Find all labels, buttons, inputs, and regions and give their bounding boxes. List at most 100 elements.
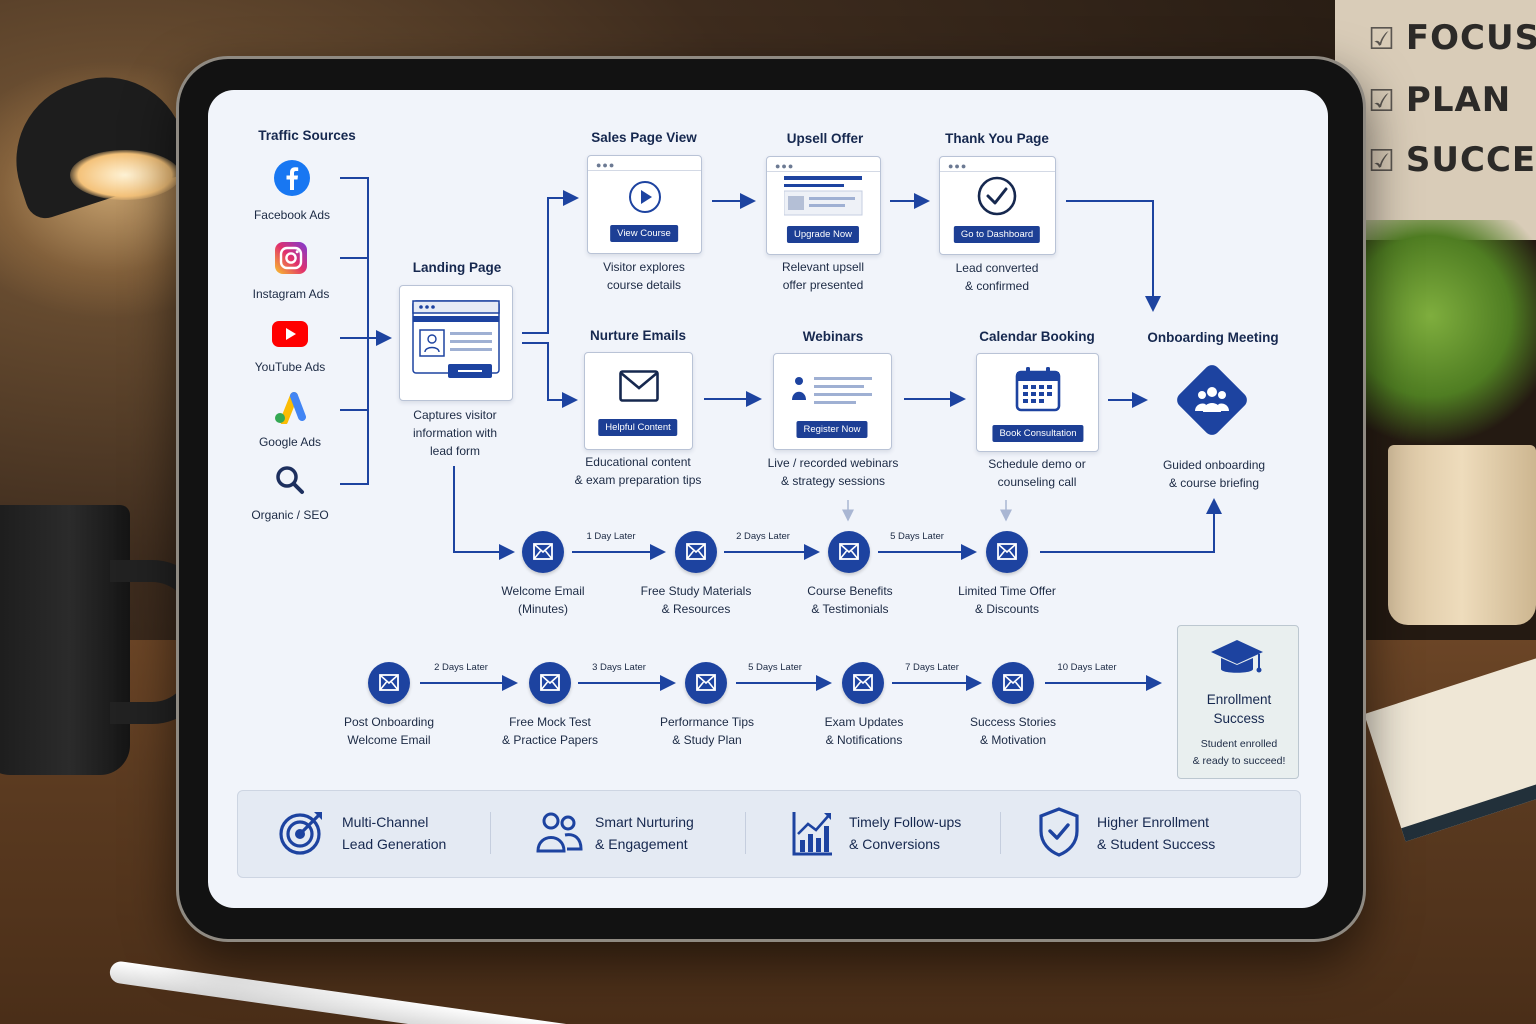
caption-line: information with	[412, 426, 498, 440]
caption-line: Captures visitor	[413, 408, 497, 422]
view-course-button[interactable]: View Course	[610, 225, 678, 242]
sales-page-caption: Visitor explores course details	[603, 258, 685, 294]
welcome-email-node	[522, 531, 564, 573]
email-step-caption: Success Stories & Motivation	[970, 713, 1056, 749]
webinars-card: Register Now	[773, 353, 892, 450]
caption-line: & confirmed	[964, 279, 1030, 293]
title-line: Enrollment	[1206, 692, 1272, 707]
course-benefits-email-node	[828, 531, 870, 573]
source-label-facebook: Facebook Ads	[253, 208, 331, 222]
calendar-icon	[1015, 367, 1061, 412]
envelope-icon	[1003, 674, 1023, 691]
instagram-icon	[275, 242, 307, 274]
helpful-content-button[interactable]: Helpful Content	[598, 419, 678, 436]
caption-line: & course briefing	[1168, 476, 1260, 490]
benefit-line: Smart Nurturing	[595, 814, 694, 830]
target-icon	[279, 812, 322, 855]
benefit-line: Multi-Channel	[342, 814, 429, 830]
youtube-icon	[272, 321, 308, 347]
poster-line-succeed: ☑SUCCEED	[1368, 140, 1536, 180]
caption-line: & Discounts	[974, 602, 1040, 616]
caption-line: & Motivation	[979, 733, 1047, 747]
enrollment-title: Enrollment Success	[1207, 690, 1272, 728]
nurture-caption: Educational content & exam preparation t…	[575, 453, 702, 489]
caption-line: & Practice Papers	[501, 733, 599, 747]
delay-label: 1 Day Later	[586, 531, 636, 542]
divider	[490, 812, 491, 854]
window-bar	[588, 170, 701, 171]
checkbox-icon: ☑	[1368, 84, 1396, 119]
divider	[1000, 812, 1001, 854]
onboarding-meeting-title: Onboarding Meeting	[1147, 330, 1279, 345]
benefit-line: Timely Follow-ups	[849, 814, 962, 830]
users-icon	[536, 812, 583, 853]
delay-label: 5 Days Later	[748, 662, 802, 673]
benefit-line: & Engagement	[595, 836, 688, 852]
graduation-cap-icon	[1211, 640, 1263, 673]
register-now-button[interactable]: Register Now	[796, 421, 868, 438]
delay-label: 10 Days Later	[1057, 662, 1117, 673]
caption-line: Post Onboarding	[343, 715, 435, 729]
caption-line: lead form	[429, 444, 481, 458]
source-label-organic: Organic / SEO	[251, 508, 329, 522]
landing-page-card[interactable]	[399, 285, 513, 401]
caption-line: Performance Tips	[659, 715, 755, 729]
landing-page-title: Landing Page	[412, 260, 502, 275]
group-meeting-icon	[1195, 387, 1229, 412]
caption-line: (Minutes)	[517, 602, 569, 616]
benefit-nurturing: Smart Nurturing & Engagement	[595, 811, 694, 855]
success-stories-email-node	[992, 662, 1034, 704]
upgrade-now-button[interactable]: Upgrade Now	[786, 226, 860, 243]
email-step-caption: Free Study Materials & Resources	[641, 582, 752, 618]
envelope-icon	[533, 543, 553, 560]
benefit-line: Lead Generation	[342, 836, 447, 852]
envelope-icon	[619, 370, 659, 402]
thank-you-caption: Lead converted & confirmed	[956, 259, 1039, 295]
email-step-caption: Exam Updates & Notifications	[825, 713, 904, 749]
poster-line-plan: ☑PLAN	[1368, 80, 1512, 120]
email-step-caption: Course Benefits & Testimonials	[807, 582, 892, 618]
envelope-icon	[853, 674, 873, 691]
caption-line: Student enrolled	[1200, 738, 1278, 750]
benefits-footer	[237, 790, 1301, 878]
envelope-icon	[686, 543, 706, 560]
envelope-icon	[696, 674, 716, 691]
window-dots: ●●●	[775, 161, 795, 171]
caption-line: Lead converted	[955, 261, 1039, 275]
delay-label: 2 Days Later	[736, 531, 790, 542]
caption-line: Relevant upsell	[781, 260, 865, 274]
benefit-line: & Conversions	[849, 836, 941, 852]
email-step-caption: Performance Tips & Study Plan	[660, 713, 754, 749]
potted-plant	[1360, 220, 1536, 460]
divider	[745, 812, 746, 854]
caption-line: & Study Plan	[672, 733, 742, 747]
email-step-caption: Post Onboarding Welcome Email	[344, 713, 434, 749]
calendar-caption: Schedule demo or counseling call	[988, 455, 1085, 491]
window-bar	[767, 171, 880, 172]
book-consultation-button[interactable]: Book Consultation	[992, 425, 1084, 442]
benefit-line: & Student Success	[1097, 836, 1216, 852]
webinars-caption: Live / recorded webinars & strategy sess…	[768, 454, 899, 490]
delay-label: 3 Days Later	[592, 662, 646, 673]
envelope-icon	[839, 543, 859, 560]
upsell-caption: Relevant upsell offer presented	[782, 258, 864, 294]
checkbox-icon: ☑	[1368, 22, 1396, 57]
title-line: Success	[1213, 711, 1265, 726]
envelope-icon	[379, 674, 399, 691]
nurture-emails-title: Nurture Emails	[589, 328, 687, 343]
caption-line: & Notifications	[825, 733, 903, 747]
caption-line: & Resources	[661, 602, 731, 616]
facebook-icon	[274, 160, 310, 196]
sales-page-card: ●●● View Course	[587, 155, 702, 254]
performance-tips-email-node	[685, 662, 727, 704]
webinar-presenter-illustration	[792, 377, 872, 404]
upsell-offer-title: Upsell Offer	[786, 131, 864, 146]
go-to-dashboard-button[interactable]: Go to Dashboard	[953, 226, 1041, 243]
benefit-line: Higher Enrollment	[1097, 814, 1210, 830]
webinars-title: Webinars	[802, 329, 864, 344]
caption-line: Limited Time Offer	[958, 584, 1056, 598]
limited-offer-email-node	[986, 531, 1028, 573]
caption-line: & ready to succeed!	[1192, 755, 1286, 767]
caption-line: course details	[606, 278, 682, 292]
caption-line: Free Study Materials	[640, 584, 752, 598]
